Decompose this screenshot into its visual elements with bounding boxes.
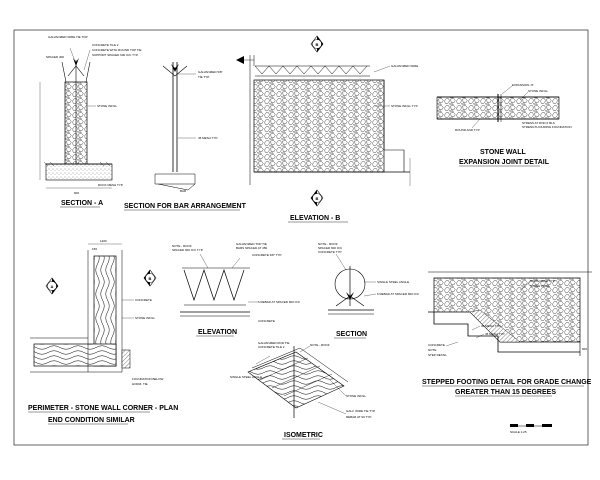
elevation-note-1: NOTE - ROOF — [172, 244, 192, 248]
section-note-5: 6 REBAR AT SPACED 600 O/C — [377, 292, 420, 296]
section-note-4: SINGLE STEEL ANGLE — [377, 280, 409, 284]
expansion-note-4: STRESS AT ROD 6 BLS — [522, 121, 555, 125]
section-bar-title: SECTION FOR BAR ARRANGEMENT — [124, 203, 247, 210]
elevation-note-7: CONCRETE — [258, 319, 275, 323]
section-note-1: NOTE - ROOF — [318, 242, 338, 246]
section-a-detail: GALVANIZED WIRE TIE TOP CONCRETE TILE 2 … — [39, 35, 141, 208]
elevation-note-2: SPACED 600 O/C TYP. — [172, 248, 203, 252]
section-bar-note-4: BAR — [180, 189, 187, 193]
expansion-note-3: ROUND AND TYP. — [455, 128, 480, 132]
section-bar-note-1: GALVANIZED 5/8" — [198, 70, 223, 74]
stepped-footing-detail: ROCK MESH TYP. STONE INFILL 45 MESH TYP.… — [422, 271, 592, 397]
section-note-2: SPACED 600 O/C — [318, 246, 343, 250]
section-note-3: CONCRETE TYP. — [318, 250, 342, 254]
isometric-detail: GALVANIZED ROD TIE CONCRETE TILE 2 NOTE … — [230, 341, 376, 440]
iso-note-3: NOTE - ROOF — [310, 343, 330, 347]
perimeter-dim-2: 150 — [92, 247, 97, 251]
perimeter-note-4: STONE INFILL — [135, 316, 155, 320]
section-detail: NOTE - ROOF SPACED 600 O/C CONCRETE TYP.… — [318, 242, 420, 339]
section-a-note-4: SUPPORT SPACED 600 O/C TYP. — [92, 53, 139, 57]
section-a-dim: 600 — [74, 191, 79, 195]
section-marker-a-label: A — [51, 284, 54, 289]
section-a-title: SECTION - A — [61, 200, 103, 207]
perimeter-note-3: CONCRETE — [135, 298, 152, 302]
elevation-note-5: CONCRETE 3/8" TYP. — [252, 253, 282, 257]
stepped-note-2: STONE INFILL — [530, 284, 550, 288]
perimeter-dim-1: 1200 — [100, 239, 107, 243]
iso-note-6: GALV. WIRE TIE TYP. — [346, 409, 376, 413]
isometric-title: ISOMETRIC — [284, 432, 323, 439]
iso-note-2: CONCRETE TILE 2 — [258, 345, 285, 349]
section-title: SECTION — [336, 331, 367, 338]
elevation-detail: NOTE - ROOF SPACED 600 O/C TYP. GALVANIZ… — [172, 242, 301, 337]
perimeter-title: PERIMETER - STONE WALL CORNER - PLAN — [28, 405, 178, 412]
section-a-note-6: STONE INFILL — [97, 104, 117, 108]
scale-bar: SCALE 1:25 — [510, 424, 552, 434]
elevation-b-title: ELEVATION - B — [290, 215, 340, 222]
elevation-b-detail: GALVANIZED WIRE STONE INFILL TYP. B B EL… — [236, 35, 418, 223]
stepped-note-8: STEP DETAIL — [428, 353, 447, 357]
section-marker-b-bottom: B — [310, 189, 324, 207]
section-a-note-1: GALVANIZED WIRE TIE TOP — [48, 35, 88, 39]
section-marker-b-top-label: B — [316, 42, 319, 47]
elevation-b-note-2: STONE INFILL TYP. — [391, 104, 418, 108]
stepped-note-6: NOTE — [428, 348, 436, 352]
elevation-title: ELEVATION — [198, 329, 237, 336]
section-marker-a-left — [236, 56, 254, 64]
expansion-joint-title: EXPANSION JOINT DETAIL — [459, 159, 550, 166]
section-a-note-3: CONCRETE WITH ROUND TOP TIE — [92, 48, 141, 52]
iso-note-4: SINGLE STEEL ANGLE — [230, 375, 262, 379]
section-marker-b-plan: B — [143, 269, 157, 287]
elevation-note-4: BARS SPACED AT 450 — [236, 246, 268, 250]
stone-wall-title: STONE WALL — [480, 149, 526, 156]
iso-note-7: REBAR AT 90 TYP. — [346, 415, 372, 419]
section-a-note-5: SPACED 400 — [46, 55, 64, 59]
iso-note-1: GALVANIZED ROD TIE — [258, 341, 290, 345]
section-marker-a: A — [45, 277, 59, 295]
expansion-note-2: STONE INFILL — [528, 89, 548, 93]
scale-bar-label: SCALE 1:25 — [510, 430, 527, 434]
stepped-dim: 600 — [582, 347, 587, 351]
expansion-note-1: EXPANSION JT. — [512, 83, 534, 87]
stepped-note-5: CONCRETE — [428, 343, 445, 347]
stepped-subtitle: GREATER THAN 15 DEGREES — [455, 389, 556, 396]
section-bar-arrangement-detail: GALVANIZED 5/8" TIE TYP. 45 MESH TYP. BA… — [124, 62, 247, 211]
expansion-joint-detail: EXPANSION JT. STONE INFILL ROUND AND TYP… — [436, 83, 572, 167]
elevation-note-6: 6 REBAR AT SPACED 600 O/C — [258, 300, 301, 304]
perimeter-subtitle: END CONDITION SIMILAR — [48, 417, 135, 424]
section-marker-b-bottom-label: B — [316, 196, 319, 201]
section-marker-b-top: B — [310, 35, 324, 53]
section-bar-note-3: 45 MESH TYP. — [198, 136, 218, 140]
stepped-note-3: 45 MESH TYP. — [481, 324, 501, 328]
perimeter-note-6: HORIZ. TIE — [132, 382, 148, 386]
elevation-b-note-1: GALVANIZED WIRE — [391, 64, 418, 68]
section-marker-b-plan-label: B — [149, 276, 152, 281]
perimeter-corner-plan: 1200 150 CONCRETE STONE INFILL FOUNDATIO… — [28, 239, 178, 425]
elevation-note-3: GALVANIZED TOP TIE — [236, 242, 267, 246]
stepped-note-4: 45 MESH TYP. — [485, 332, 505, 336]
iso-note-5: STONE INFILL — [346, 394, 366, 398]
sheet-border — [13, 29, 589, 446]
stepped-title: STEPPED FOOTING DETAIL FOR GRADE CHANGE — [422, 379, 592, 386]
expansion-note-5: STRENGTH DURING FOUNDATION — [522, 125, 572, 129]
perimeter-note-5: FOUNDATION BELOW — [132, 377, 163, 381]
section-a-note-8: ROCK MESH TYP. — [98, 183, 123, 187]
section-bar-note-2: TIE TYP. — [198, 75, 210, 79]
stepped-note-1: ROCK MESH TYP. — [530, 279, 555, 283]
section-a-note-2: CONCRETE TILE 2 — [92, 43, 119, 47]
